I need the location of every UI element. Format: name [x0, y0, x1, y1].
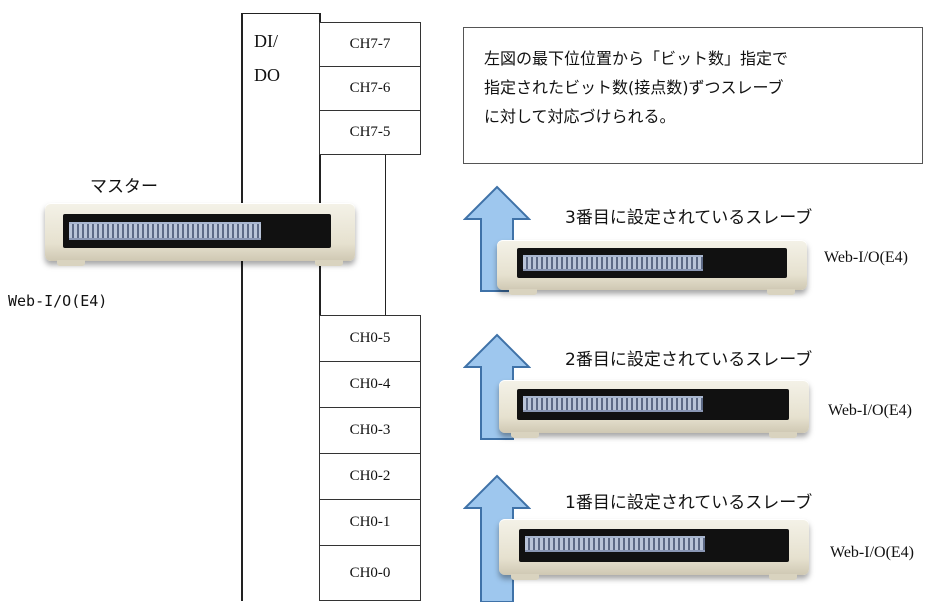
note-box: 左図の最下位位置から「ビット数」指定で 指定されたビット数(接点数)ずつスレーブ… — [463, 27, 923, 164]
channel-cell-ch0-2: CH0-2 — [319, 453, 421, 500]
note-line-3: に対して対応づけられる。 — [484, 107, 676, 126]
slave-3-device-pins — [523, 255, 703, 271]
master-device-pins — [69, 222, 261, 240]
master-title: マスター — [90, 177, 158, 197]
channel-cell-ch0-4: CH0-4 — [319, 361, 421, 408]
note-line-2: 指定されたビット数(接点数)ずつスレーブ — [484, 78, 784, 97]
channel-cell-ch7-7: CH7-7 — [319, 22, 421, 67]
slave-1-device-pins — [525, 536, 705, 552]
channel-cell-ch0-0: CH0-0 — [319, 545, 421, 601]
channel-cell-ch0-1: CH0-1 — [319, 499, 421, 546]
slave-1-model-label: Web-I/O(E4) — [830, 544, 915, 561]
channel-cell-ch7-5: CH7-5 — [319, 110, 421, 155]
master-device-foot — [57, 260, 85, 266]
slave-3-device-foot — [767, 289, 795, 295]
master-device-foot — [315, 260, 343, 266]
slave-3-device — [497, 240, 807, 295]
slave-1-device-foot — [511, 574, 539, 580]
bus-label: DI/ DO — [254, 24, 280, 92]
note-line-1: 左図の最下位位置から「ビット数」指定で — [484, 49, 789, 68]
bus-label-line2: DO — [254, 65, 280, 85]
slave-2-model-label: Web-I/O(E4) — [828, 402, 913, 419]
bus-top-line — [241, 13, 321, 14]
slave-1-label: 1番目に設定されているスレーブ — [565, 493, 813, 513]
master-device — [45, 203, 355, 266]
slave-3-label: 3番目に設定されているスレーブ — [565, 208, 813, 228]
slave-2-label: 2番目に設定されているスレーブ — [565, 350, 813, 370]
slave-3-device-foot — [509, 289, 537, 295]
master-model-label: Web-I/O(E4) — [8, 292, 108, 310]
channel-cell-ch0-3: CH0-3 — [319, 407, 421, 454]
channel-cell-ch0-5: CH0-5 — [319, 315, 421, 362]
bus-label-line1: DI/ — [254, 31, 278, 51]
slave-2-device-foot — [511, 432, 539, 438]
slave-2-device-pins — [523, 396, 703, 412]
slave-2-device — [499, 380, 809, 438]
channel-cell-ch7-6: CH7-6 — [319, 66, 421, 111]
slave-1-device-foot — [769, 574, 797, 580]
bus-right-line — [319, 13, 321, 601]
channel-gap-line — [385, 155, 386, 315]
slave-2-device-foot — [769, 432, 797, 438]
slave-1-device — [499, 519, 809, 580]
slave-3-model-label: Web-I/O(E4) — [824, 249, 909, 266]
bus-left-line — [241, 13, 243, 601]
